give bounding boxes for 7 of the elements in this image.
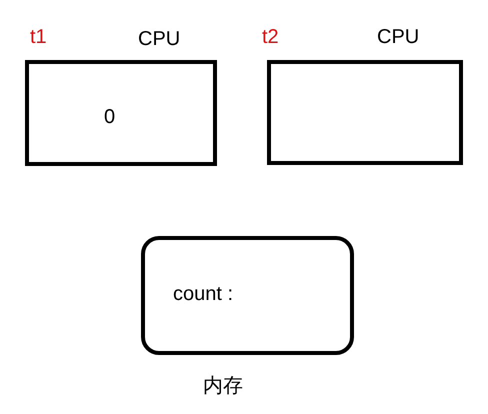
node-label: 内存 [203, 375, 243, 397]
variable-label: count : [173, 283, 234, 305]
thread-label: t2 [262, 26, 279, 48]
register-value: 0 [104, 106, 116, 128]
cpu-label: CPU [377, 26, 420, 48]
cpu-label: CPU [138, 28, 180, 50]
thread-label: t1 [30, 26, 47, 48]
